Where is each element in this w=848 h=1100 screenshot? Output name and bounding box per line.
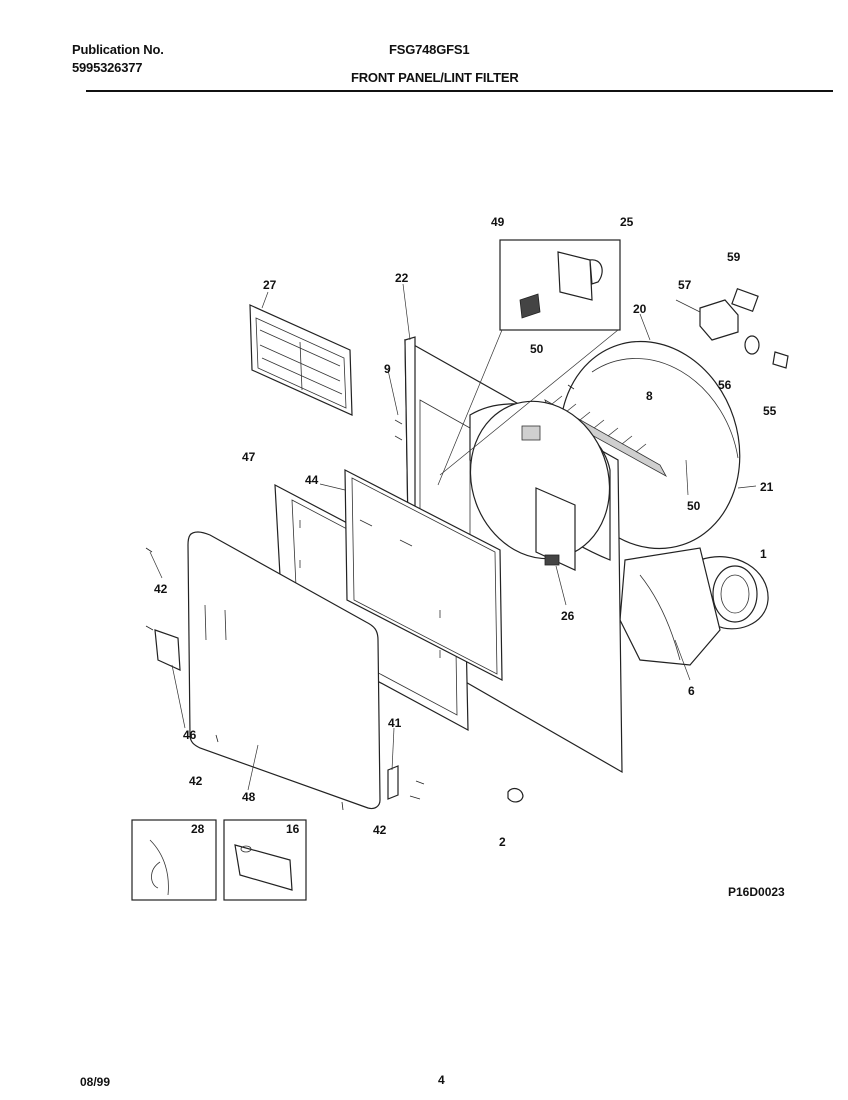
callout-27: 27 [263, 278, 277, 292]
callout-28: 28 [191, 822, 205, 836]
callout-8: 8 [646, 389, 653, 403]
callout-47: 47 [242, 450, 256, 464]
callout-56: 56 [718, 378, 732, 392]
callout-49: 49 [491, 215, 505, 229]
small-parts [409, 287, 789, 803]
lint-screen-part [249, 304, 353, 416]
inset-49 [437, 239, 621, 486]
callout-20: 20 [633, 302, 647, 316]
callout-26: 26 [561, 609, 575, 623]
drawing-code: P16D0023 [728, 885, 785, 899]
callout-25: 25 [620, 215, 634, 229]
footer-date: 08/99 [80, 1075, 111, 1089]
leader-lines [149, 283, 757, 791]
screws [145, 384, 575, 811]
callout-1: 1 [760, 547, 767, 561]
callout-42-lower: 42 [189, 774, 203, 788]
callout-6: 6 [688, 684, 695, 698]
callout-22: 22 [395, 271, 409, 285]
publication-number: 5995326377 [72, 60, 143, 75]
callout-2: 2 [499, 835, 506, 849]
page-number: 4 [438, 1073, 445, 1087]
callout-46: 46 [183, 728, 197, 742]
callout-9: 9 [384, 362, 391, 376]
callout-42-bottom: 42 [373, 823, 387, 837]
header-rule [86, 90, 833, 92]
callout-42-left: 42 [154, 582, 168, 596]
section-title: FRONT PANEL/LINT FILTER [351, 70, 519, 85]
callout-48: 48 [242, 790, 256, 804]
inset-16 [223, 819, 307, 901]
inset-28 [131, 819, 217, 901]
door-handle [154, 629, 181, 671]
callout-41: 41 [388, 716, 402, 730]
publication-label: Publication No. [72, 42, 164, 57]
callout-59: 59 [727, 250, 741, 264]
callout-44: 44 [305, 473, 319, 487]
callout-16: 16 [286, 822, 300, 836]
callout-55: 55 [763, 404, 777, 418]
outer-door [187, 531, 399, 810]
model-number: FSG748GFS1 [389, 42, 470, 57]
callout-57: 57 [678, 278, 692, 292]
callout-21: 21 [760, 480, 774, 494]
callout-50-top: 50 [530, 342, 544, 356]
callout-50-right: 50 [687, 499, 701, 513]
